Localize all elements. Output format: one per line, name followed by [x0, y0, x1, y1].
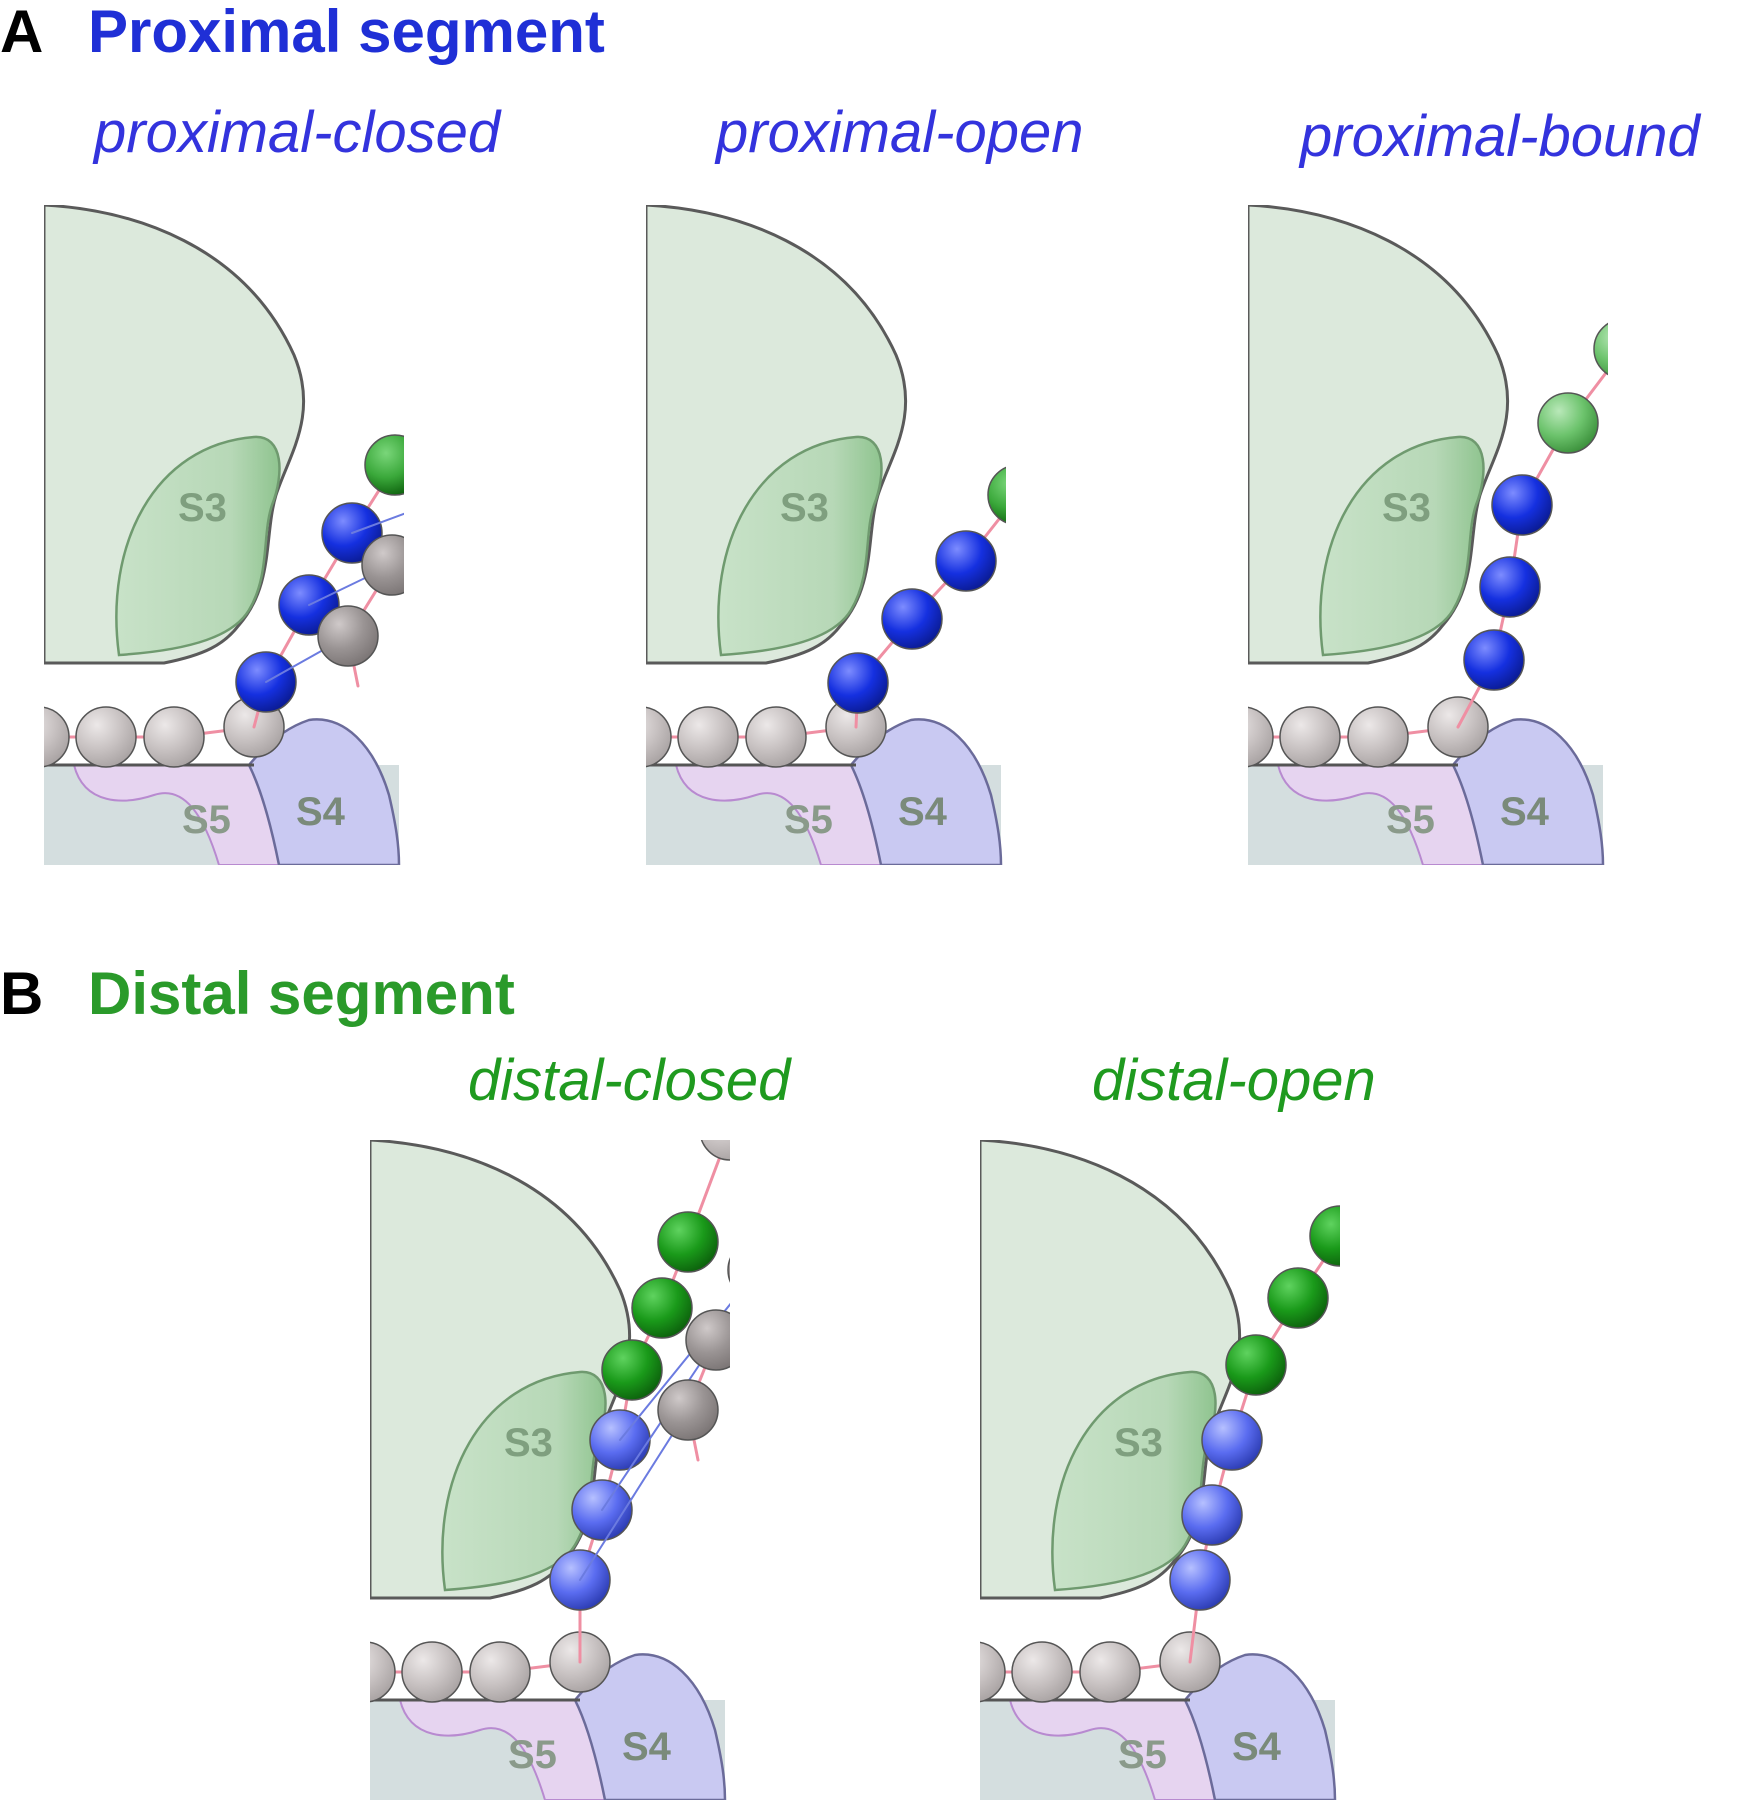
backbone-bead-3 — [1347, 706, 1409, 768]
backbone-bead-2 — [75, 706, 137, 768]
distal-closed-bead-5 — [601, 1339, 663, 1401]
peptide-chain — [1169, 1205, 1340, 1664]
backbone-bead-1 — [646, 706, 672, 768]
proximal-open-bead-2 — [827, 652, 889, 714]
backbone-bead-1 — [44, 706, 70, 768]
s4-domain — [849, 718, 1003, 865]
s3-label: S3 — [504, 1421, 553, 1465]
distal-open-bead-7 — [1309, 1205, 1340, 1267]
s4-domain — [1451, 718, 1605, 865]
distal-open-bead-6 — [1267, 1267, 1329, 1329]
distal-closed-bead-7 — [657, 1211, 719, 1273]
partner-strand — [265, 512, 404, 688]
backbone-bead-3 — [469, 1641, 531, 1703]
proximal-bound-bead-3 — [1479, 556, 1541, 618]
partner-bead-2 — [685, 1309, 730, 1371]
s4-domain — [247, 718, 401, 865]
s5-label: S5 — [784, 798, 833, 842]
s5-label: S5 — [1386, 798, 1435, 842]
distal-open-bead-2 — [1169, 1549, 1231, 1611]
peptide-chain — [549, 1140, 730, 1664]
backbone-chain — [646, 696, 887, 768]
proximal-open-bead-3 — [881, 588, 943, 650]
backbone-bead-1 — [980, 1641, 1006, 1703]
backbone-bead-3 — [745, 706, 807, 768]
s4-label: S4 — [898, 790, 948, 834]
partner-bead-1 — [657, 1379, 719, 1441]
backbone-bead-1 — [1248, 706, 1274, 768]
distal-open-bead-4 — [1201, 1409, 1263, 1471]
backbone-bead-2 — [401, 1641, 463, 1703]
distal-open-bead-5 — [1225, 1334, 1287, 1396]
proximal-open-bead-4 — [935, 530, 997, 592]
backbone-chain — [1248, 696, 1489, 768]
s3-label: S3 — [780, 486, 829, 530]
backbone-bead-3 — [143, 706, 205, 768]
section-b-title: Distal segment — [88, 960, 515, 1027]
panel-label-proximal-closed: proximal-closed — [94, 100, 501, 165]
section-a-title: Proximal segment — [88, 0, 605, 65]
backbone-bead-3 — [1079, 1641, 1141, 1703]
partner-bead-1 — [317, 605, 379, 667]
partner-bead-3 — [727, 1257, 730, 1283]
backbone-chain — [44, 696, 285, 768]
section-a-letter: A — [0, 0, 44, 65]
s3-label: S3 — [178, 486, 227, 530]
s4-label: S4 — [1500, 790, 1550, 834]
backbone-bead-2 — [677, 706, 739, 768]
s4-domain — [1183, 1653, 1337, 1800]
s4-label: S4 — [622, 1725, 672, 1769]
s5-label: S5 — [1118, 1733, 1167, 1777]
backbone-chain — [370, 1631, 611, 1703]
proximal-bound-bead-6 — [1593, 322, 1608, 376]
proximal-bound-bead-5 — [1537, 392, 1599, 454]
panel-label-proximal-bound: proximal-bound — [1300, 104, 1700, 169]
distal-closed-bead-6 — [631, 1277, 693, 1339]
partner-bead-2 — [361, 534, 404, 596]
panel-label-distal-closed: distal-closed — [468, 1048, 791, 1113]
s3-label: S3 — [1114, 1421, 1163, 1465]
proximal-open-bead-5 — [987, 466, 1006, 524]
peptide-chain — [827, 466, 1006, 729]
backbone-bead-1 — [370, 1641, 396, 1703]
s5-label: S5 — [508, 1733, 557, 1777]
s4-domain — [573, 1653, 727, 1800]
proximal-closed-bead-5 — [364, 434, 404, 496]
s3-domain — [1319, 435, 1485, 657]
s4-label: S4 — [1232, 1725, 1282, 1769]
s4-label: S4 — [296, 790, 346, 834]
s3-label: S3 — [1382, 486, 1431, 530]
s3-domain — [115, 435, 281, 657]
panel-label-proximal-open: proximal-open — [716, 100, 1084, 165]
proximal-bound-bead-2 — [1463, 629, 1525, 691]
backbone-chain — [980, 1631, 1221, 1703]
proximal-bound-bead-4 — [1491, 474, 1553, 536]
section-b-letter: B — [0, 960, 44, 1027]
panel-label-distal-open: distal-open — [1092, 1048, 1376, 1113]
backbone-bead-2 — [1279, 706, 1341, 768]
s3-domain — [717, 435, 883, 657]
backbone-bead-2 — [1011, 1641, 1073, 1703]
peptide-chain — [1456, 322, 1608, 729]
s5-label: S5 — [182, 798, 231, 842]
distal-closed-bead-8 — [700, 1140, 730, 1161]
partner-strand — [579, 1257, 730, 1581]
distal-open-bead-3 — [1181, 1484, 1243, 1546]
